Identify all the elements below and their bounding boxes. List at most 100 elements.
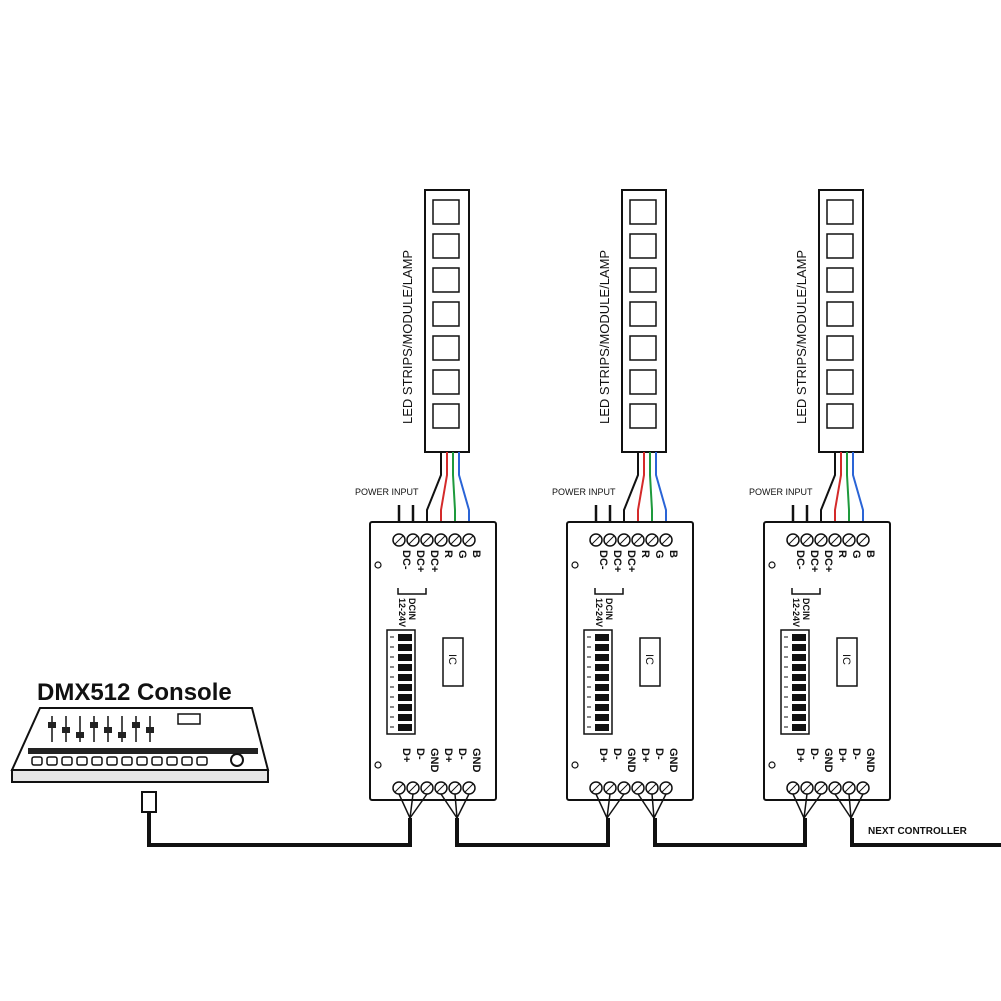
console-fader-knob (132, 722, 140, 728)
bottom-terminal-label: GND (667, 748, 679, 773)
dip-toggle (595, 694, 609, 701)
dip-toggle (792, 654, 806, 661)
console-button (91, 756, 103, 766)
console-fader-knob (48, 722, 56, 728)
dip-toggle (398, 634, 412, 641)
top-terminal-label: DC+ (414, 550, 426, 572)
bottom-terminal-label: D+ (836, 748, 848, 762)
mount-hole (374, 761, 382, 769)
bottom-terminal-label: D- (850, 748, 862, 760)
dip-toggle (792, 644, 806, 651)
console-button (181, 756, 193, 766)
ic-chip (442, 637, 464, 687)
led-segment (826, 335, 854, 361)
bottom-terminal-label: D+ (442, 748, 454, 762)
top-terminal-label: R (836, 550, 848, 558)
dmx-cable (147, 812, 412, 847)
top-terminal-label: DC+ (625, 550, 637, 572)
dip-toggle (398, 724, 412, 731)
dmx-out-wire (454, 793, 458, 819)
voltage-label: 12-24V (397, 598, 407, 627)
dip-toggle (792, 724, 806, 731)
terminal-slot (408, 535, 418, 545)
dip-toggle (595, 714, 609, 721)
dip-toggle (792, 704, 806, 711)
dip-toggle (398, 684, 412, 691)
terminal-slot (661, 535, 671, 545)
bottom-terminal-label: D- (653, 748, 665, 760)
dcin-label: DCIN (801, 598, 811, 620)
top-terminal-label: DC+ (822, 550, 834, 572)
mount-hole (571, 761, 579, 769)
led-segment (826, 267, 854, 293)
dmx-in-wire (409, 793, 414, 819)
led-segment (432, 233, 460, 259)
bottom-terminal-label: D- (414, 748, 426, 760)
terminal-slot (450, 783, 460, 793)
console-button (46, 756, 58, 766)
terminal-slot (647, 535, 657, 545)
led-segment (826, 233, 854, 259)
dip-toggle (595, 674, 609, 681)
top-terminal-label: G (653, 550, 665, 559)
terminal-slot (633, 535, 643, 545)
ic-label: IC (840, 654, 852, 665)
top-terminal-label: B (864, 550, 876, 558)
dmx-console: DMX512 Console (10, 679, 270, 783)
terminal-slot (788, 783, 798, 793)
terminal-slot (802, 535, 812, 545)
mount-hole (374, 561, 382, 569)
dmx-in-wire (606, 793, 625, 819)
ic-label: IC (643, 654, 655, 665)
bottom-terminal-label: D- (611, 748, 623, 760)
bottom-terminal-label: D- (808, 748, 820, 760)
console-strip (28, 748, 258, 754)
power-input-label: POWER INPUT (355, 487, 419, 497)
bottom-terminal-label: D+ (794, 748, 806, 762)
dip-toggle (398, 704, 412, 711)
console-buttons (31, 756, 208, 766)
led-segment (432, 267, 460, 293)
console-knob (230, 753, 244, 767)
console-display (177, 713, 201, 725)
top-terminal-label: DC- (400, 550, 412, 570)
console-button (151, 756, 163, 766)
chain-cable-2 (653, 818, 807, 847)
terminal-slot (464, 535, 474, 545)
wire-blue (852, 452, 864, 533)
terminal-slot (830, 535, 840, 545)
console-button (196, 756, 208, 766)
led-segment (432, 335, 460, 361)
led-segment (432, 403, 460, 429)
terminal-slot (844, 535, 854, 545)
led-segment (432, 369, 460, 395)
terminal-slot (408, 783, 418, 793)
led-strip-label: LED STRIPS/MODULE/LAMP (794, 250, 809, 424)
dip-toggle (792, 694, 806, 701)
top-terminal-label: R (639, 550, 651, 558)
terminal-slot (619, 783, 629, 793)
terminal-slot (464, 783, 474, 793)
bottom-terminal-label: GND (864, 748, 876, 773)
led-segment (826, 199, 854, 225)
dcin-bracket (397, 588, 427, 595)
dcin-bracket (594, 588, 624, 595)
bottom-terminal-label: D- (456, 748, 468, 760)
console-button (106, 756, 118, 766)
wire-green (649, 452, 653, 533)
terminal-slot (633, 783, 643, 793)
dmx-out-wire (834, 793, 852, 819)
console-button (76, 756, 88, 766)
led-segment (432, 301, 460, 327)
terminal-slot (436, 535, 446, 545)
mount-hole (768, 561, 776, 569)
ic-chip (639, 637, 661, 687)
terminal-slot (436, 783, 446, 793)
dmx-in-wire (409, 793, 428, 819)
terminal-slot (605, 535, 615, 545)
led-strip-label: LED STRIPS/MODULE/LAMP (400, 250, 415, 424)
dip-toggle (595, 684, 609, 691)
console-fader-knob (76, 732, 84, 738)
console-button (121, 756, 133, 766)
